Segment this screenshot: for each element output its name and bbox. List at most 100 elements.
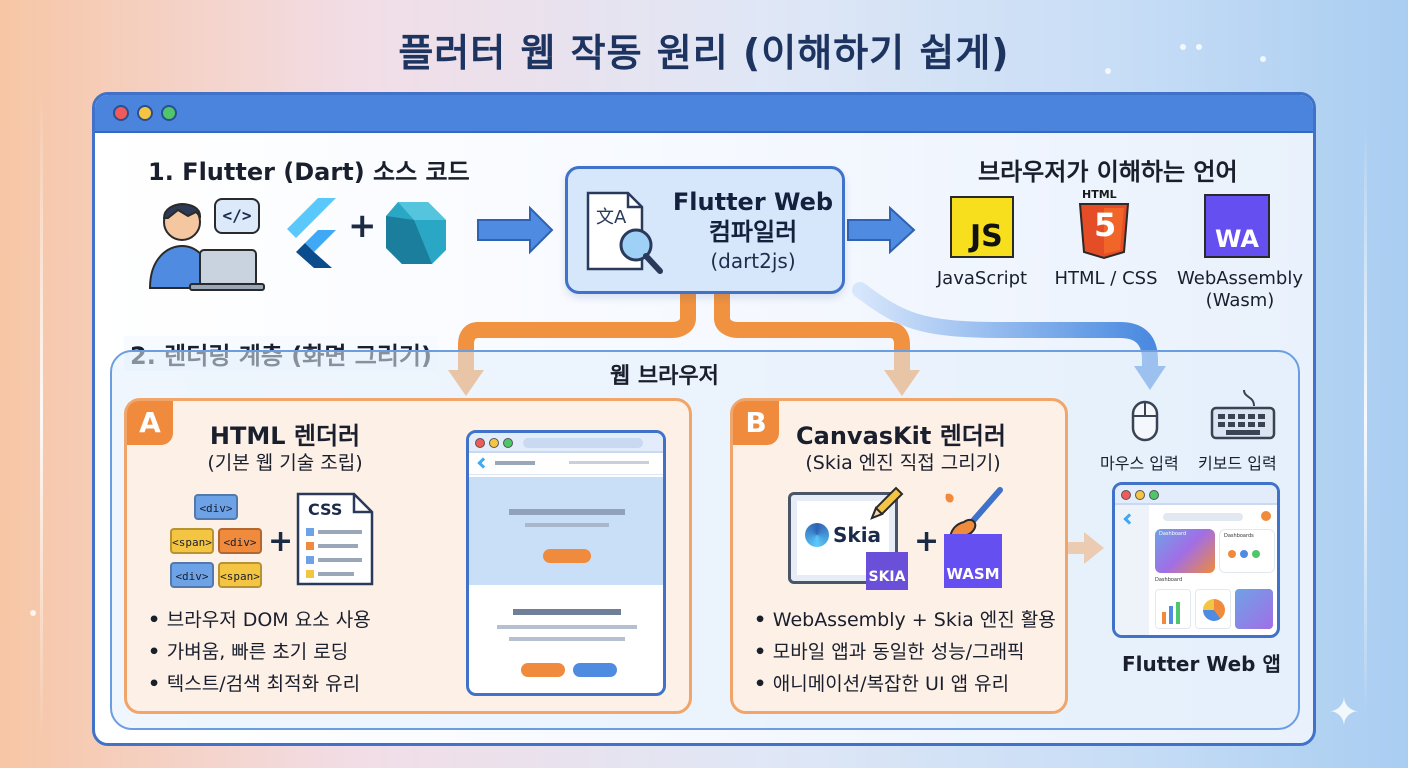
preview-button-orange	[521, 663, 565, 677]
dot-icon	[503, 438, 513, 448]
div-block: <div>	[218, 528, 262, 554]
bar-mark	[1169, 606, 1173, 624]
html-renderer-subtitle: (기본 웹 기술 조립)	[207, 452, 363, 474]
dot-icon	[1121, 490, 1131, 500]
decor-line	[1364, 120, 1367, 720]
app-card-chart: Dashboard	[1155, 529, 1215, 573]
bullet-item: WebAssembly + Skia 엔진 활용	[754, 604, 1056, 636]
app-search	[1163, 513, 1243, 521]
compiler-name-line2: 컴파일러	[708, 218, 798, 246]
hero-line	[525, 523, 609, 527]
page-title: 플러터 웹 작동 원리 (이해하기 쉽게)	[398, 31, 1010, 75]
span-block: <span>	[170, 528, 214, 554]
language-label-wasm: WebAssembly (Wasm)	[1160, 268, 1320, 312]
arrow-to-canvaskit-renderer	[714, 290, 910, 372]
donut-mark	[1203, 599, 1225, 621]
keyboard-input-label: 키보드 입력	[1198, 454, 1277, 473]
svg-text:文A: 文A	[596, 207, 627, 228]
wasm-icon: WA	[1204, 194, 1270, 258]
keyboard-icon	[1210, 389, 1276, 440]
app-card-dots: Dashboards	[1219, 529, 1275, 573]
span-block: <span>	[218, 562, 262, 588]
close-dot-icon	[113, 105, 129, 121]
app-avatar	[1261, 511, 1271, 521]
wasm-tag: WASM	[944, 534, 1002, 588]
app-card-dots-title: Dashboards	[1224, 533, 1254, 539]
css-label: CSS	[308, 500, 343, 519]
decor-dot	[1105, 68, 1111, 74]
compiler-document-icon: 文A	[586, 191, 663, 274]
skia-logo-icon	[805, 523, 829, 547]
compiler-sub: (dart2js)	[710, 249, 796, 273]
dot-icon	[489, 438, 499, 448]
wasm-label-line2: (Wasm)	[1205, 290, 1275, 311]
div-block: <div>	[194, 494, 238, 520]
html5-icon-top: HTML	[1082, 188, 1117, 201]
arrow-to-languages	[847, 205, 916, 255]
plus-sign: +	[268, 524, 294, 559]
compiler-box: 文A Flutter Web 컴파일러 (dart2js)	[565, 166, 845, 294]
div-block: <div>	[170, 562, 214, 588]
preview-titlebar	[469, 433, 663, 453]
status-dot	[1228, 550, 1236, 558]
bullet-item: 브라우저 DOM 요소 사용	[148, 604, 371, 636]
html-renderer-bullets: 브라우저 DOM 요소 사용 가벼움, 빠른 초기 로딩 텍스트/검색 최적화 …	[148, 604, 371, 700]
wasm-icon-text: WA	[1215, 225, 1259, 253]
wasm-label-line1: WebAssembly	[1177, 268, 1303, 289]
code-bubble: </>	[214, 198, 260, 234]
preview-url-bar	[523, 438, 643, 448]
bullet-item: 모바일 앱과 동일한 성능/그래픽	[754, 636, 1056, 668]
mouse-icon	[1131, 400, 1159, 442]
flutter-logo-icon	[287, 198, 336, 268]
arrow-to-inputs	[852, 282, 1158, 376]
arrow-to-compiler	[477, 205, 554, 255]
flutter-mini-icon	[1123, 513, 1135, 525]
app-card-title: Dashboard	[1159, 531, 1187, 537]
bullet-item: 텍스트/검색 최적화 유리	[148, 668, 371, 700]
compiler-name: Flutter Web 컴파일러	[668, 187, 838, 247]
developer-icon	[148, 203, 265, 291]
language-label-js: JavaScript	[936, 268, 1028, 289]
plus-sign: +	[914, 524, 940, 559]
decor-dot	[30, 610, 36, 616]
html5-icon-text: 5	[1094, 206, 1117, 244]
hero-button	[543, 549, 591, 563]
app-tile-brush	[1235, 589, 1273, 629]
dot-icon	[475, 438, 485, 448]
canvaskit-renderer-badge: B	[733, 401, 779, 445]
preview-hero	[469, 477, 663, 585]
dart-logo-icon	[386, 202, 446, 264]
flutter-web-app-preview: Dashboard Dashboards Dashboard	[1112, 482, 1280, 638]
bullet-item: 가벼움, 빠른 초기 로딩	[148, 636, 371, 668]
language-label-html: HTML / CSS	[1054, 268, 1158, 289]
plus-sign: +	[348, 206, 377, 246]
pencil-icon	[870, 486, 904, 520]
bar-mark	[1176, 602, 1180, 624]
flutter-web-app-label: Flutter Web 앱	[1122, 652, 1281, 676]
mouse-input-label: 마우스 입력	[1100, 454, 1179, 473]
bullet-item: 애니메이션/복잡한 UI 앱 유리	[754, 668, 1056, 700]
content-line	[497, 625, 637, 629]
js-icon: JS	[950, 196, 1014, 258]
skia-label: Skia	[833, 523, 882, 547]
web-browser-label: 웹 브라우저	[610, 364, 719, 389]
minimize-dot-icon	[137, 105, 153, 121]
status-dot	[1240, 550, 1248, 558]
nav-line	[569, 461, 649, 464]
decor-line	[40, 90, 43, 740]
decor-dot	[1196, 44, 1202, 50]
hero-line	[509, 509, 625, 515]
canvaskit-renderer-bullets: WebAssembly + Skia 엔진 활용 모바일 앱과 동일한 성능/그…	[754, 604, 1056, 700]
preview-button-blue	[573, 663, 617, 677]
app-sidebar	[1115, 505, 1149, 635]
css-document-icon	[296, 492, 374, 586]
status-dot	[1252, 550, 1260, 558]
content-line	[513, 609, 621, 615]
canvaskit-renderer-subtitle: (Skia 엔진 직접 그리기)	[805, 452, 1001, 474]
app-titlebar	[1115, 485, 1277, 505]
decor-dot	[1260, 56, 1266, 62]
arrow-to-html-renderer	[458, 290, 696, 372]
flutter-mini-icon	[477, 457, 489, 469]
step1-label: 1. Flutter (Dart) 소스 코드	[148, 158, 470, 186]
app-tile-donut	[1195, 589, 1231, 629]
